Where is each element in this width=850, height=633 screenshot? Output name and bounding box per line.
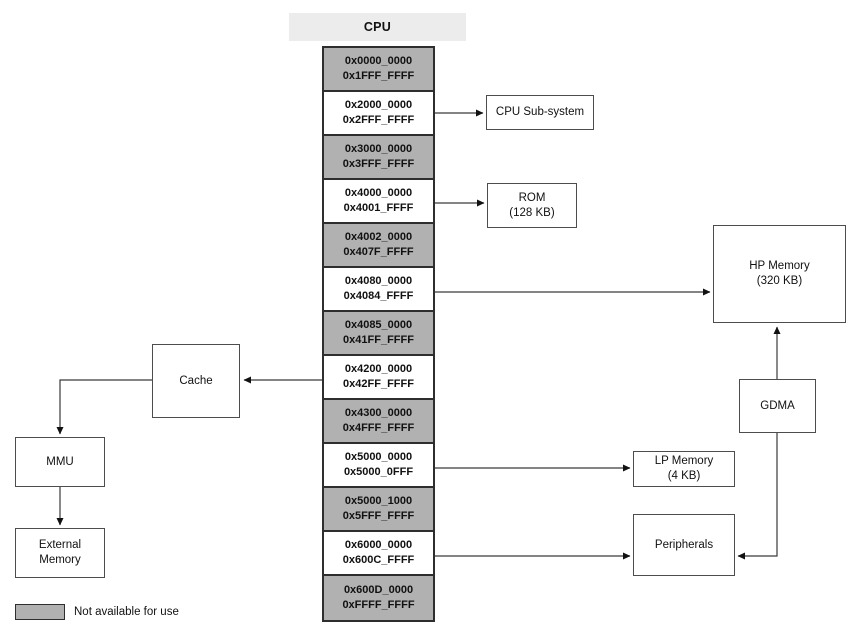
cache-label: Cache bbox=[179, 374, 213, 387]
external-memory-box: External Memory bbox=[15, 528, 105, 578]
region-start-address: 0x4080_0000 bbox=[344, 275, 413, 287]
hp-memory-size-label: (320 KB) bbox=[756, 275, 803, 287]
region-start-address: 0x3000_0000 bbox=[344, 143, 413, 155]
external-memory-label-line2: Memory bbox=[39, 554, 81, 566]
region-start-address: 0x4300_0000 bbox=[344, 407, 413, 419]
region-end-address: 0x4084_FFFF bbox=[343, 290, 414, 302]
cache-box: Cache bbox=[152, 344, 240, 418]
gdma-label: GDMA bbox=[760, 399, 795, 412]
hp-memory-label: HP Memory bbox=[749, 260, 810, 272]
lp-memory-box: LP Memory (4 KB) bbox=[633, 451, 735, 487]
memory-region-row: 0x4002_0000 0x407F_FFFF bbox=[324, 224, 433, 268]
cpu-subsystem-label: CPU Sub-system bbox=[495, 106, 585, 118]
lp-memory-size-label: (4 KB) bbox=[667, 470, 701, 482]
peripherals-label: Peripherals bbox=[654, 538, 714, 551]
region-start-address: 0x600D_0000 bbox=[343, 584, 414, 596]
region-end-address: 0x5FFF_FFFF bbox=[342, 510, 415, 522]
memory-map-column: 0x0000_0000 0x1FFF_FFFF 0x2000_0000 0x2F… bbox=[322, 46, 435, 622]
memory-region-row: 0x4080_0000 0x4084_FFFF bbox=[324, 268, 433, 312]
region-end-address: 0x41FF_FFFF bbox=[343, 334, 414, 346]
region-start-address: 0x6000_0000 bbox=[344, 539, 413, 551]
region-end-address: 0x5000_0FFF bbox=[343, 466, 414, 478]
region-end-address: 0x2FFF_FFFF bbox=[342, 114, 415, 126]
cpu-header: CPU bbox=[289, 13, 466, 41]
region-end-address: 0x600C_FFFF bbox=[342, 554, 415, 566]
memory-region-row: 0x0000_0000 0x1FFF_FFFF bbox=[324, 48, 433, 92]
cpu-subsystem-box: CPU Sub-system bbox=[486, 95, 594, 130]
region-end-address: 0xFFFF_FFFF bbox=[342, 599, 415, 611]
memory-region-row: 0x5000_0000 0x5000_0FFF bbox=[324, 444, 433, 488]
memory-region-row: 0x2000_0000 0x2FFF_FFFF bbox=[324, 92, 433, 136]
memory-region-row: 0x4000_0000 0x4001_FFFF bbox=[324, 180, 433, 224]
lp-memory-label: LP Memory bbox=[654, 455, 714, 467]
legend: Not available for use bbox=[15, 604, 179, 620]
mmu-label: MMU bbox=[46, 455, 74, 468]
memory-region-row: 0x6000_0000 0x600C_FFFF bbox=[324, 532, 433, 576]
connector-cache-to-mmu bbox=[56, 379, 152, 435]
memory-region-row: 0x4300_0000 0x4FFF_FFFF bbox=[324, 400, 433, 444]
external-memory-label: External bbox=[38, 539, 82, 551]
rom-label: ROM bbox=[518, 191, 546, 204]
region-end-address: 0x407F_FFFF bbox=[343, 246, 414, 258]
rom-box: ROM (128 KB) bbox=[487, 183, 577, 228]
region-start-address: 0x4085_0000 bbox=[344, 319, 413, 331]
region-start-address: 0x4200_0000 bbox=[344, 363, 413, 375]
region-end-address: 0x4FFF_FFFF bbox=[342, 422, 415, 434]
memory-region-row: 0x4200_0000 0x42FF_FFFF bbox=[324, 356, 433, 400]
memory-region-row: 0x3000_0000 0x3FFF_FFFF bbox=[324, 136, 433, 180]
cpu-header-label: CPU bbox=[363, 20, 392, 34]
mmu-box: MMU bbox=[15, 437, 105, 487]
hp-memory-box: HP Memory (320 KB) bbox=[713, 225, 846, 323]
memory-region-row: 0x5000_1000 0x5FFF_FFFF bbox=[324, 488, 433, 532]
memory-region-row: 0x600D_0000 0xFFFF_FFFF bbox=[324, 576, 433, 620]
gdma-box: GDMA bbox=[739, 379, 816, 433]
unavailable-swatch bbox=[15, 604, 65, 620]
region-start-address: 0x4002_0000 bbox=[344, 231, 413, 243]
region-start-address: 0x4000_0000 bbox=[344, 187, 413, 199]
region-start-address: 0x2000_0000 bbox=[344, 99, 413, 111]
connector-gdma-to-peripherals bbox=[737, 433, 778, 560]
region-start-address: 0x5000_1000 bbox=[344, 495, 413, 507]
region-end-address: 0x3FFF_FFFF bbox=[342, 158, 415, 170]
memory-region-row: 0x4085_0000 0x41FF_FFFF bbox=[324, 312, 433, 356]
peripherals-box: Peripherals bbox=[633, 514, 735, 576]
rom-size-label: (128 KB) bbox=[509, 206, 555, 219]
region-start-address: 0x5000_0000 bbox=[344, 451, 413, 463]
region-end-address: 0x42FF_FFFF bbox=[343, 378, 414, 390]
region-end-address: 0x4001_FFFF bbox=[343, 202, 414, 214]
region-end-address: 0x1FFF_FFFF bbox=[342, 70, 415, 82]
legend-label: Not available for use bbox=[74, 606, 179, 618]
region-start-address: 0x0000_0000 bbox=[344, 55, 413, 67]
